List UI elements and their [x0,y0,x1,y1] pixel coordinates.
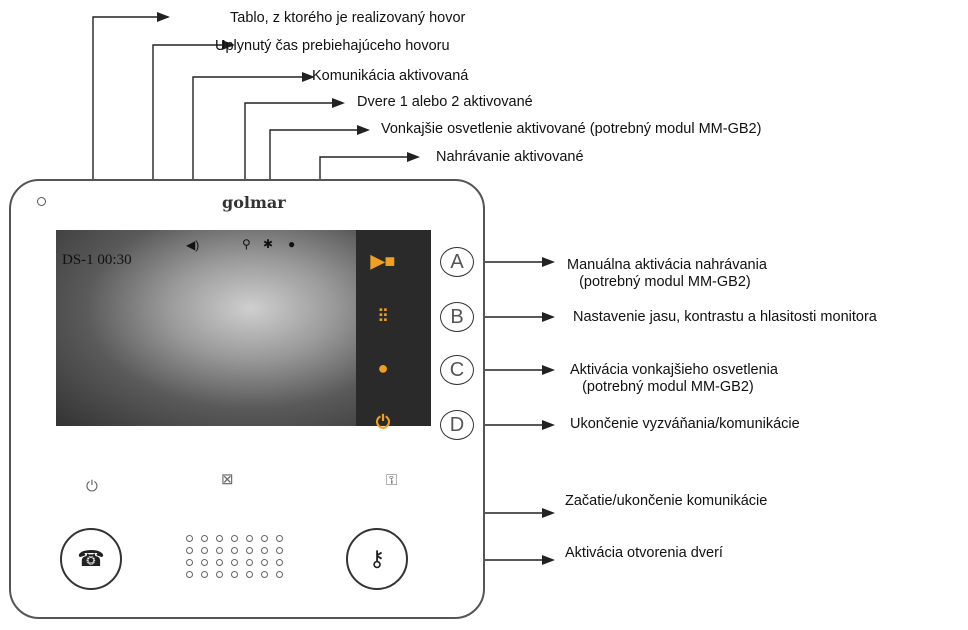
sliders-icon[interactable]: ⫶⫶ [378,305,388,326]
speaker-grille [186,535,291,578]
monitor-screen: DS-1 00:30 ◀) ⚲ ✱ ● [56,230,431,426]
door-release-button[interactable]: ⚷ [346,528,408,590]
record-indicator-icon: ● [288,237,296,251]
label-door-active: Dvere 1 alebo 2 aktivované [357,94,533,110]
video-record-icon[interactable]: ▶■ [370,250,396,271]
label-light-active: Vonkajšie osvetlenie aktivované (potrebn… [381,121,762,137]
marker-c: C [440,355,474,385]
label-elapsed-time: Uplynutý čas prebiehajúceho hovoru [215,38,450,54]
label-outdoor-light: Aktivácia vonkajšieho osvetlenia (potreb… [570,362,778,395]
label-adjust-settings: Nastavenie jasu, kontrastu a hlasitosti … [573,309,877,325]
handset-button[interactable]: ☎ [60,528,122,590]
mute-touch-icon[interactable]: ⊠ [221,471,234,488]
camera-image [56,230,356,426]
label-end-call: Ukončenie vyzváňania/komunikácie [570,416,800,432]
label-recording-active: Nahrávanie aktivované [436,149,584,165]
marker-a: A [440,247,474,277]
door-key-icon: ⚲ [242,237,251,251]
marker-d: D [440,410,474,440]
label-door-release: Aktivácia otvorenia dverí [565,545,723,561]
brand-logo: golmar [222,193,286,212]
label-communication-active: Komunikácia aktivovaná [312,68,469,84]
menu-panel [356,230,431,426]
light-bulb-icon[interactable]: ● [377,357,389,378]
label-manual-record: Manuálna aktivácia nahrávania (potrebný … [567,257,767,290]
status-led [37,197,46,206]
label-start-end-talk: Začatie/ukončenie komunikácie [565,493,768,509]
light-indicator-icon: ✱ [263,237,274,251]
power-icon[interactable]: ⏻ [375,411,391,432]
marker-b: B [440,302,474,332]
door-touch-icon[interactable]: ⚿ [386,472,398,489]
power-touch-icon[interactable]: ⏻ [86,478,98,495]
label-panel-source: Tablo, z ktorého je realizovaný hovor [230,10,466,26]
osd-panel-time: DS-1 00:30 [62,252,132,268]
speaker-icon: ◀) [186,238,200,252]
